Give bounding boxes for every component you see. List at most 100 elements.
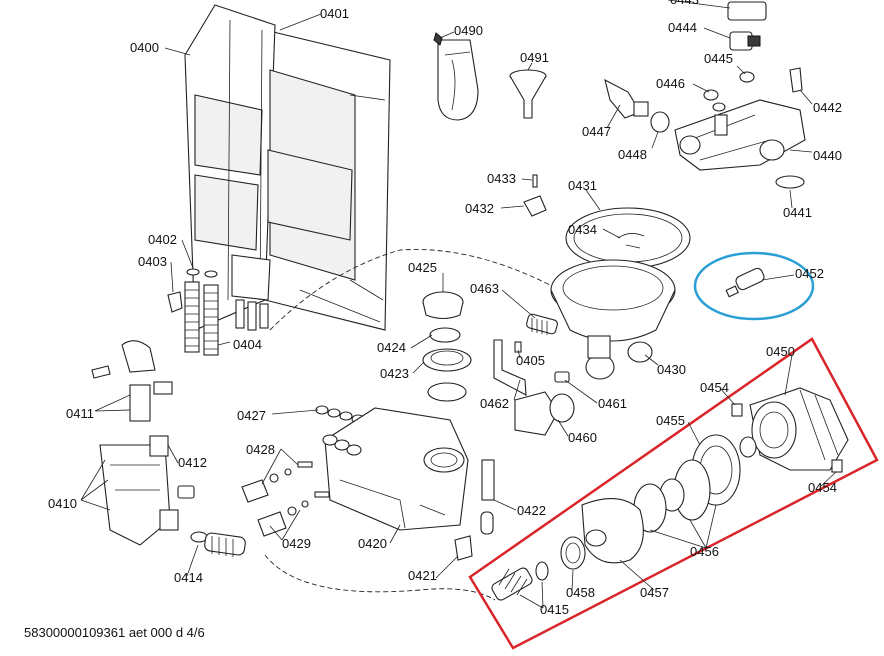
label-0410: 0410 [48,496,77,511]
heater-valve-0460 [514,391,575,436]
label-0424: 0424 [377,340,406,355]
water-tank-0400 [184,4,391,331]
label-0433: 0433 [487,171,516,186]
label-0491: 0491 [520,50,549,65]
valve-0428 [241,461,313,503]
clips-0454 [731,403,843,473]
label-0444: 0444 [668,20,697,35]
label-0448: 0448 [618,147,647,162]
label-0446: 0446 [656,76,685,91]
ring-0446 [703,89,726,112]
label-0414: 0414 [174,570,203,585]
clip-0432 [523,195,547,217]
ring-0423b [427,382,467,402]
label-0456: 0456 [690,544,719,559]
drawing-id: 58300000109361 aet 000 d 4/6 [24,625,205,640]
pressure-switch-0410 [99,435,179,546]
nut-0423 [422,348,472,372]
leader-lines [80,0,837,609]
label-0490: 0490 [454,23,483,38]
pump-housing-0456 [633,434,741,533]
volute-0457 [581,498,644,564]
screw-0433 [532,174,538,188]
valve-0447 [604,78,649,119]
label-0420: 0420 [358,536,387,551]
label-0400: 0400 [130,40,159,55]
label-0411: 0411 [66,406,94,421]
clip-0405 [514,341,522,353]
label-0440: 0440 [813,148,842,163]
label-0405: 0405 [516,353,545,368]
sensor-0444 [729,31,761,51]
label-0443: 0443 [670,0,699,7]
label-0422: 0422 [517,503,546,518]
dashed-hose-route [264,249,551,601]
bracket-0442 [789,67,803,93]
cap-0425 [422,291,464,320]
label-0452: 0452 [795,266,824,281]
hose-0463 [526,313,558,335]
label-0445: 0445 [704,51,733,66]
label-0415: 0415 [540,602,569,617]
label-0421: 0421 [408,568,437,583]
dispenser-housing-0420 [322,407,469,531]
hose-0415 [491,561,549,601]
corrugated-hoses-0404 [184,281,219,356]
part-labels: 0401 0400 0402 0403 0404 0490 0491 0443 … [48,0,842,617]
label-0458: 0458 [566,585,595,600]
label-0455: 0455 [656,413,685,428]
label-0404: 0404 [233,337,262,352]
label-0412: 0412 [178,455,207,470]
valve-0429 [257,491,330,537]
label-0442: 0442 [813,100,842,115]
label-0463: 0463 [470,281,499,296]
label-0429: 0429 [282,536,311,551]
highlight-rectangle [468,337,879,650]
float-switch-0411 [91,340,173,422]
label-0401: 0401 [320,6,349,21]
ring-0424 [429,327,461,343]
label-0434: 0434 [568,222,597,237]
ring-0445 [739,71,755,83]
rings-0402 [186,268,218,278]
label-0454-right: 0454 [808,480,837,495]
clip-0421 [454,535,473,561]
label-0427: 0427 [237,408,266,423]
clip-0461 [554,371,570,383]
part-0422 [480,459,495,535]
label-0425: 0425 [408,260,437,275]
measuring-jug-0490 [433,32,479,121]
bracket-0462 [493,339,527,396]
label-0432: 0432 [465,201,494,216]
label-0457: 0457 [640,585,669,600]
funnel-0491 [509,69,547,119]
label-0430: 0430 [657,362,686,377]
clip-0403 [167,291,183,313]
label-0402: 0402 [148,232,177,247]
label-0461: 0461 [598,396,627,411]
label-0428: 0428 [246,442,275,457]
cover-0434 [617,233,645,249]
label-0441: 0441 [783,205,812,220]
part-0412 [177,485,195,499]
label-0462: 0462 [480,396,509,411]
sump-lid-0431 [565,207,691,269]
label-0423: 0423 [380,366,409,381]
filter-pin-0452 [725,267,765,298]
label-0450: 0450 [766,344,795,359]
valve-assembly-0440 [674,99,806,171]
ring-0458 [560,536,586,570]
label-0431: 0431 [568,178,597,193]
highlight-circle [693,251,815,321]
label-0454-top: 0454 [700,380,729,395]
clamp-0441 [775,175,805,189]
ring-0448 [650,111,670,133]
connector-0443 [727,1,767,21]
label-0447: 0447 [582,124,611,139]
label-0403: 0403 [138,254,167,269]
sump-0430 [550,259,676,380]
motor-0450 [749,387,849,471]
label-0460: 0460 [568,430,597,445]
seal-0455 [739,436,757,458]
